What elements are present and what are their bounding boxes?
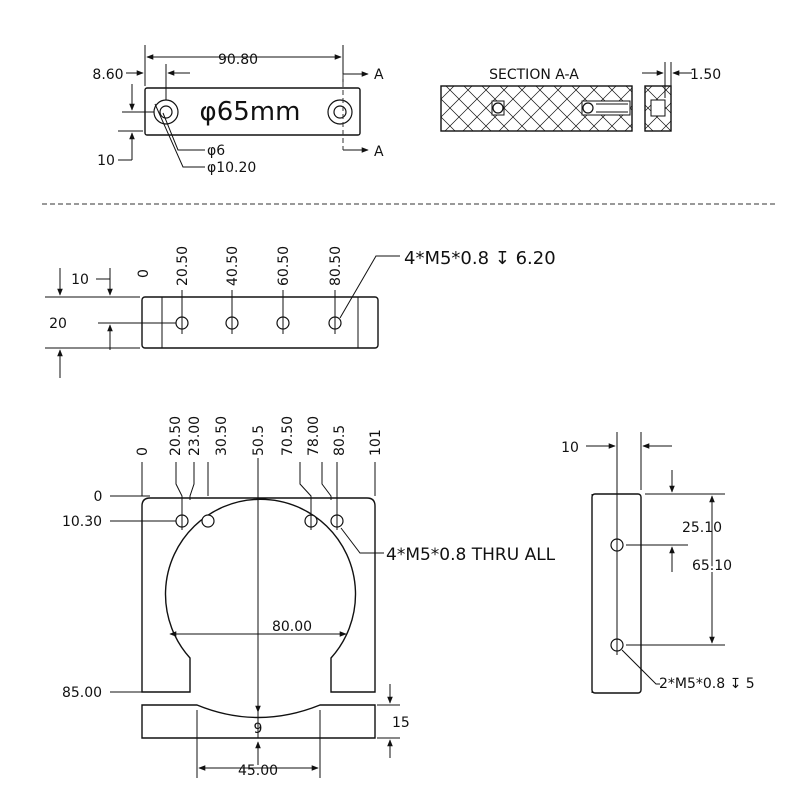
top-view-title: φ65mm (200, 97, 301, 127)
top-view-width-dim: 90.80 (218, 52, 258, 68)
side-height-dim: 20 (49, 316, 67, 332)
side-tick-1: 20.50 (175, 246, 191, 286)
front-clamp-width: 45.00 (238, 763, 278, 779)
front-center-dim: 9 (254, 721, 263, 737)
section-view: SECTION A-A 1.50 (440, 62, 721, 132)
section-mark-top: A (374, 67, 384, 83)
front-callout: 4*M5*0.8 THRU ALL (386, 545, 556, 565)
side-tick-0: 0 (136, 269, 152, 278)
side-tick-3: 60.50 (276, 246, 292, 286)
front-bore-dim: 80.00 (272, 619, 312, 635)
front-tick-7: 80.5 (332, 425, 348, 456)
front-y-hole: 10.30 (62, 514, 102, 530)
side-tick-2: 40.50 (225, 246, 241, 286)
top-view: φ65mm 90.80 8.60 10 φ6 φ10.20 A A (92, 45, 384, 176)
front-tick-2: 23.00 (187, 416, 203, 456)
side-callout: 4*M5*0.8 ↧ 6.20 (404, 248, 556, 269)
front-tick-4: 50.5 (251, 425, 267, 456)
top-view-hole-outer: φ10.20 (207, 160, 256, 176)
front-y-top: 0 (94, 489, 103, 505)
front-y-bottom: 85.00 (62, 685, 102, 701)
front-tick-3: 30.50 (214, 416, 230, 456)
front-tick-0: 0 (135, 447, 151, 456)
front-tick-5: 70.50 (280, 416, 296, 456)
front-view: 0 20.50 23.00 30.50 50.5 70.50 78.00 80.… (62, 416, 556, 779)
front-clamp-height: 15 (392, 715, 410, 731)
section-body (440, 85, 633, 132)
top-view-offset-dim: 8.60 (92, 67, 123, 83)
section-title: SECTION A-A (489, 67, 579, 83)
front-view-body (141, 497, 376, 693)
side-tick-4: 80.50 (328, 246, 344, 286)
side-top-dim: 10 (71, 272, 89, 288)
top-view-hole-right (327, 99, 353, 125)
side-view: 0 20.50 40.50 60.50 80.50 10 20 4*M5*0.8… (45, 246, 556, 378)
front-tick-6: 78.00 (306, 416, 322, 456)
end-view: 10 25.10 65.10 2*M5*0.8 ↧ 5 (561, 432, 755, 694)
end-hole-dim: 25.10 (682, 520, 722, 536)
end-callout: 2*M5*0.8 ↧ 5 (659, 676, 755, 692)
section-depth-dim: 1.50 (690, 67, 721, 83)
front-tick-1: 20.50 (168, 416, 184, 456)
front-tick-8: 101 (368, 429, 384, 456)
top-view-edge-dim: 10 (97, 153, 115, 169)
section-mark-bottom: A (374, 144, 384, 160)
end-top-dim: 10 (561, 440, 579, 456)
end-spacing-dim: 65.10 (692, 558, 732, 574)
top-view-hole-inner: φ6 (207, 143, 225, 159)
